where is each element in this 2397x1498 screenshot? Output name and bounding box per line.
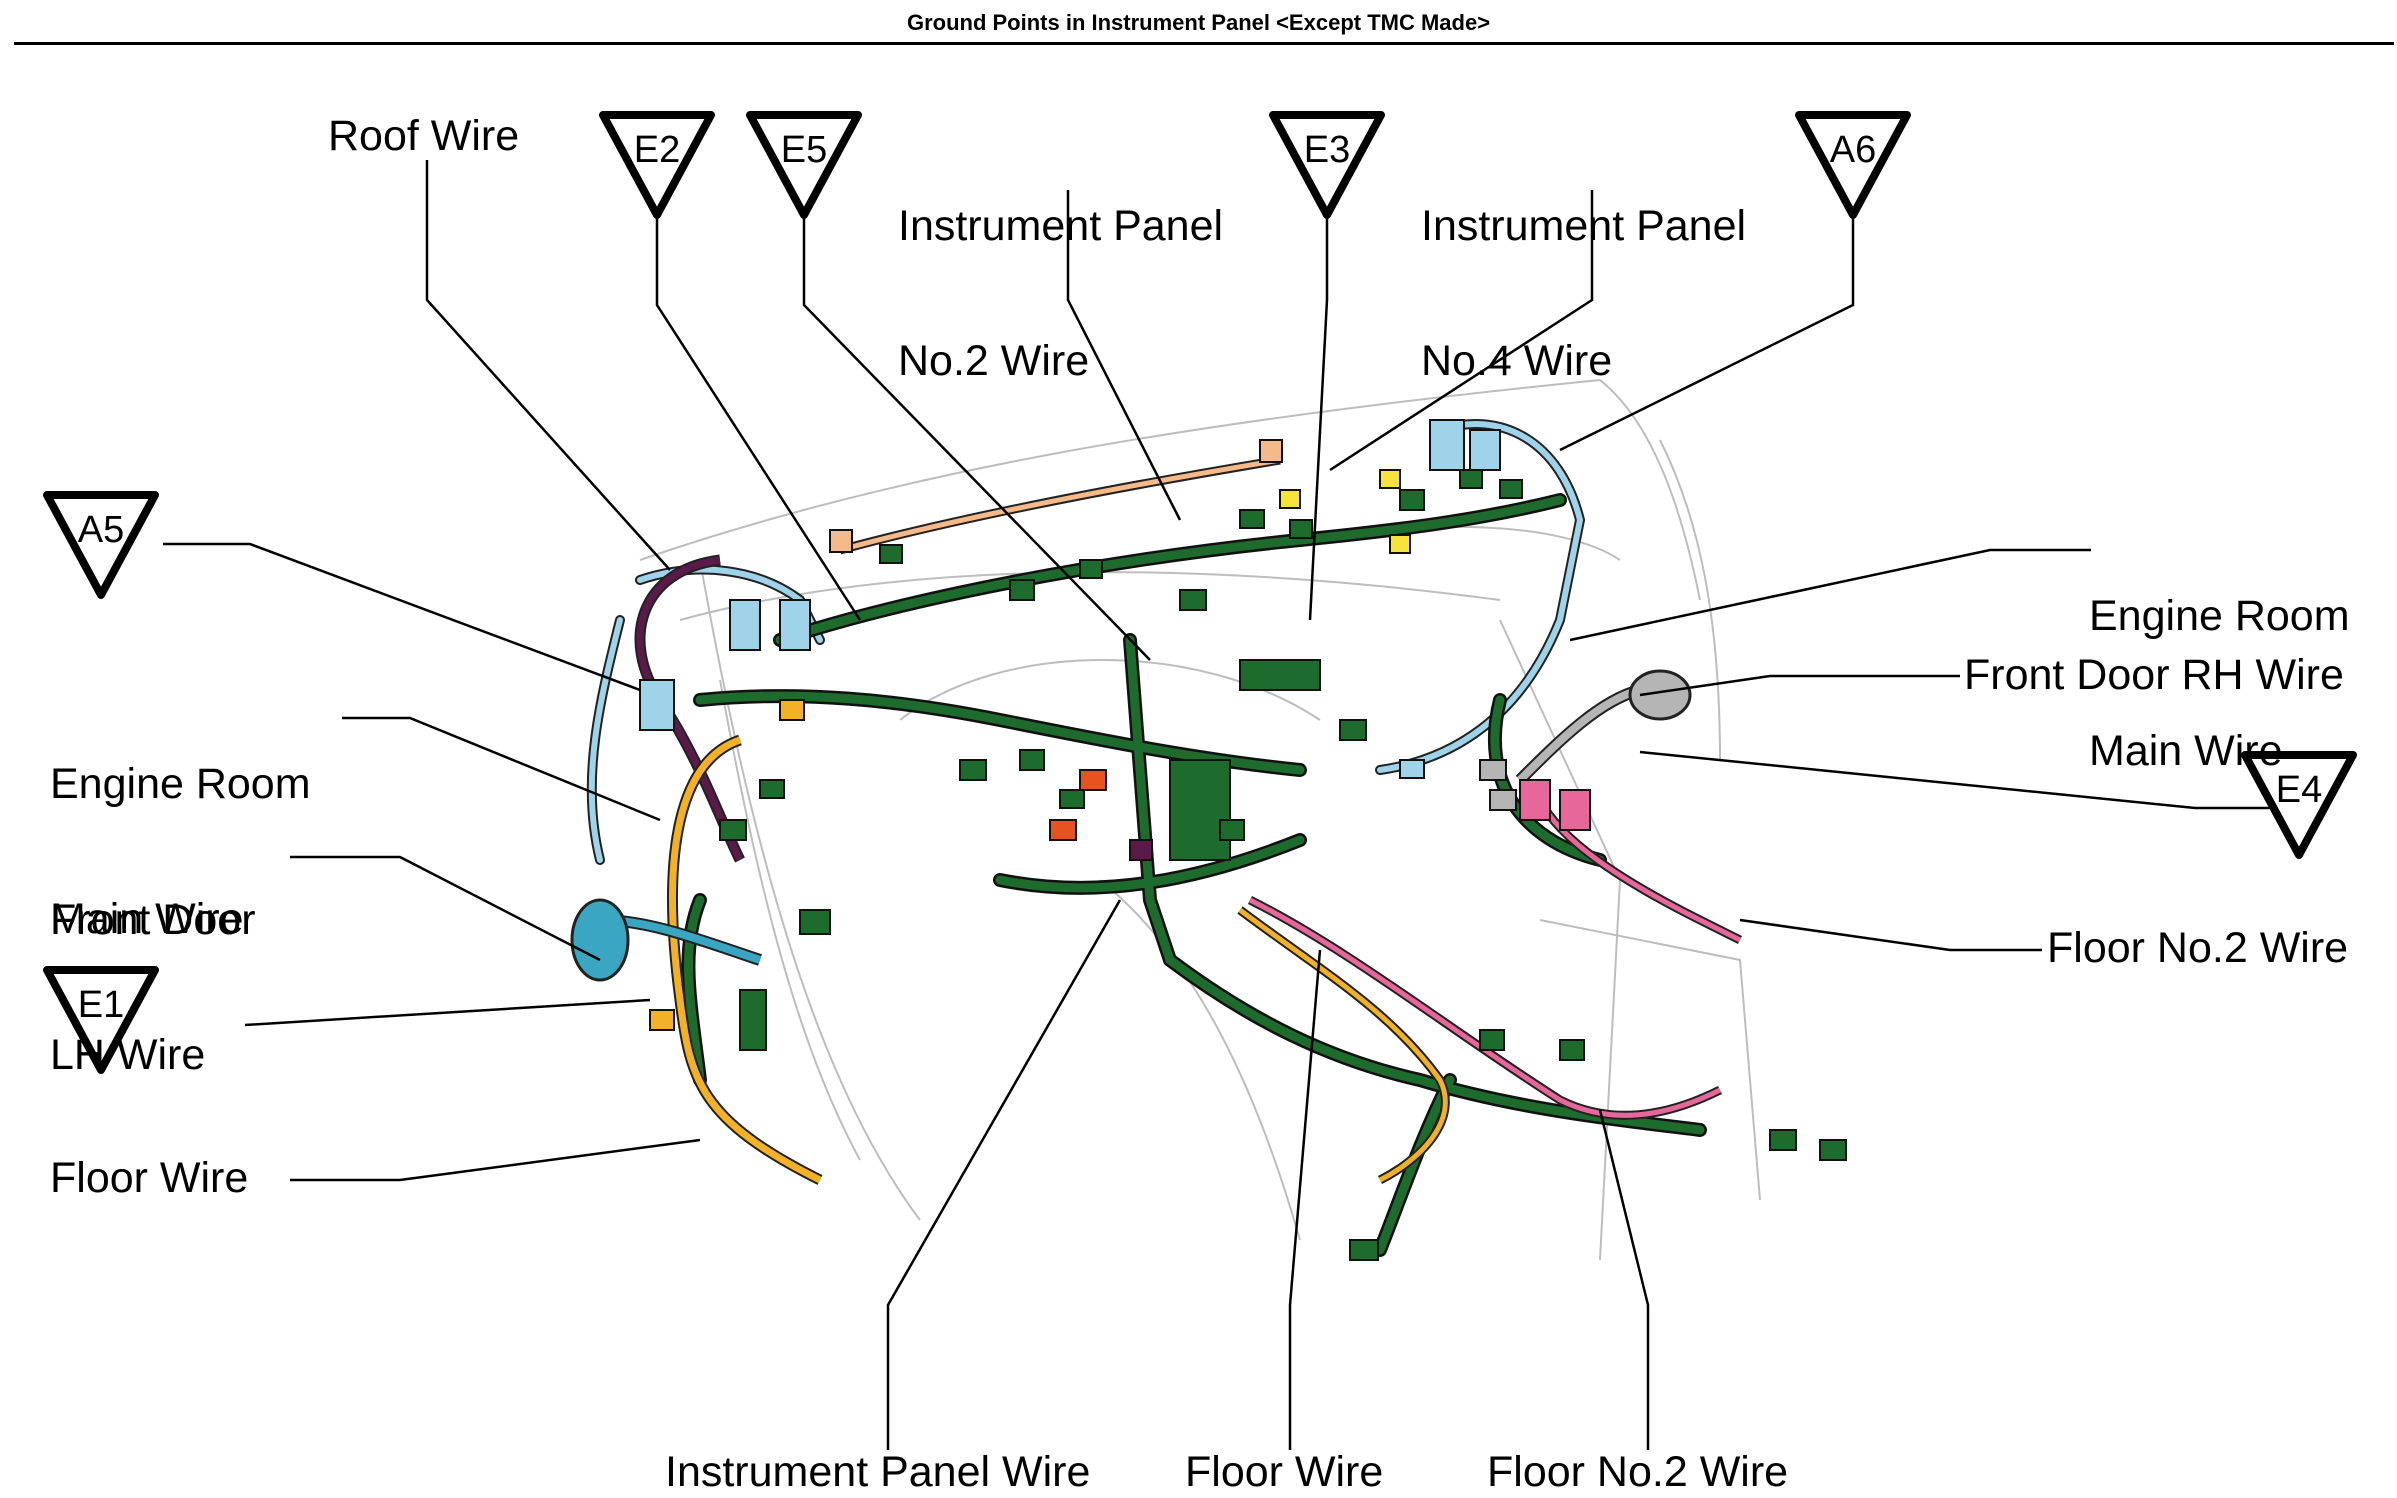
ground-triangle-e4: E4 <box>2241 751 2357 859</box>
ground-triangle-a6: A6 <box>1795 111 1911 219</box>
label-ermw-right-line2: Main Wire <box>2089 727 2283 775</box>
label-ip-no2-wire: Instrument Panel No.2 Wire <box>898 114 1223 429</box>
ground-triangle-a5: A5 <box>43 491 159 599</box>
ground-label-e1: E1 <box>78 984 124 1026</box>
leader-lines <box>163 160 2270 1450</box>
ground-triangle-e5: E5 <box>746 111 862 219</box>
label-ip-no4-wire: Instrument Panel No.4 Wire <box>1421 114 1746 429</box>
label-fdlh-line2: LH Wire <box>50 1031 206 1079</box>
label-ip-no4-line1: Instrument Panel <box>1421 202 1747 250</box>
main-green-harness <box>681 493 1707 1257</box>
label-roof-wire: Roof Wire <box>328 112 520 160</box>
label-front-door-rh-wire: Front Door RH Wire <box>1964 651 2344 699</box>
label-ermw-right-line1: Engine Room <box>2089 592 2350 640</box>
label-ip-no2-line1: Instrument Panel <box>898 202 1224 250</box>
label-instrument-panel-wire: Instrument Panel Wire <box>665 1448 1091 1496</box>
label-engine-room-main-wire-left: Engine Room Main Wire <box>50 672 311 987</box>
title-rule <box>14 42 2394 45</box>
label-ermw-left-line2: Main Wire <box>50 895 244 943</box>
ground-label-e2: E2 <box>634 129 680 171</box>
pink-floor-no2-harness <box>1247 797 1743 1120</box>
connector-blocks <box>639 419 1847 1261</box>
label-ip-no2-line2: No.2 Wire <box>898 337 1090 385</box>
label-floor-wire-left: Floor Wire <box>50 1154 249 1202</box>
teal-door-lh-harness <box>570 898 762 982</box>
label-floor-wire-bottom: Floor Wire <box>1185 1448 1384 1496</box>
ground-label-e4: E4 <box>2276 769 2322 811</box>
label-fdlh-line1: Front Door <box>50 896 256 944</box>
label-ermw-left-line1: Engine Room <box>50 760 311 808</box>
label-floor-no2-wire-right: Floor No.2 Wire <box>2047 924 2349 972</box>
ground-triangle-e2: E2 <box>599 111 715 219</box>
ground-triangle-e3: E3 <box>1269 111 1385 219</box>
ground-label-a5: A5 <box>78 509 124 551</box>
label-engine-room-main-wire-right: Engine Room Main Wire <box>2089 504 2350 819</box>
orange-floor-harness <box>667 734 1450 1185</box>
ground-label-e5: E5 <box>781 129 827 171</box>
label-floor-no2-wire-bottom: Floor No.2 Wire <box>1487 1448 1789 1496</box>
label-ip-no4-line2: No.4 Wire <box>1421 337 1613 385</box>
page-title: Ground Points in Instrument Panel <Excep… <box>906 10 1491 35</box>
ground-label-e3: E3 <box>1304 129 1350 171</box>
ground-label-a6: A6 <box>1830 129 1876 171</box>
ground-triangle-e1: E1 <box>43 966 159 1074</box>
gray-door-rh-grommet <box>1515 669 1692 785</box>
label-front-door-lh-wire: Front Door LH Wire <box>50 808 256 1123</box>
